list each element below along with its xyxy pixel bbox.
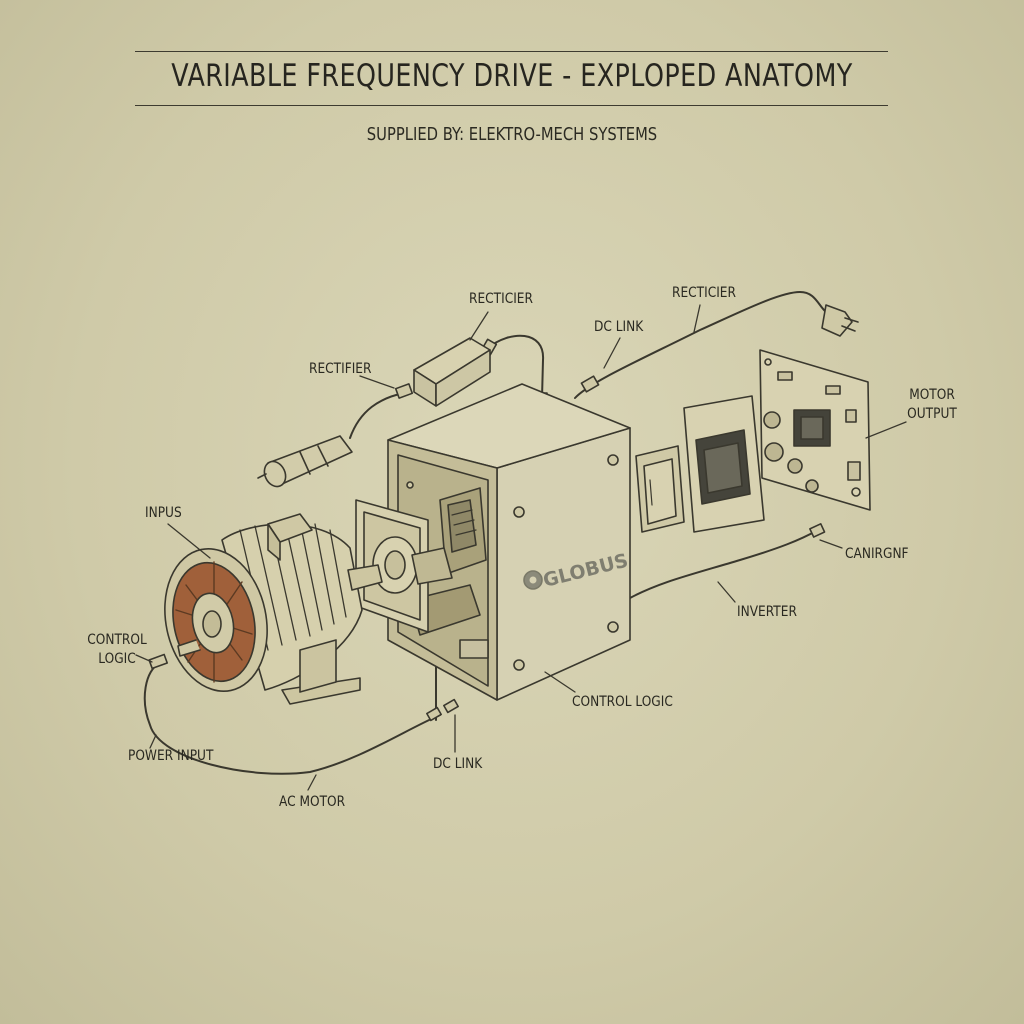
rectifier-box: [413, 337, 491, 407]
cylinder-plug: [257, 435, 353, 488]
large-circuit-board: [759, 349, 871, 511]
small-circuit-board: [683, 395, 765, 533]
diagram-title: VARIABLE FREQUENCY DRIVE - EXPLOPED ANAT…: [171, 58, 853, 94]
label-inpus: INPUS: [145, 505, 182, 521]
label-control-logic-left: CONTROL LOGIC: [87, 632, 147, 667]
label-recticier-right: RECTICIER: [672, 285, 736, 301]
title-rule-top: [135, 51, 888, 52]
label-ac-motor: AC MOTOR: [279, 794, 346, 810]
leader-lines: [135, 304, 907, 791]
label-inverter: INVERTER: [737, 604, 797, 620]
diagram-subtitle: SUPPLIED BY: ELEKTRO-MECH SYSTEMS: [366, 124, 658, 145]
label-recticier-top: RECTICIER: [469, 291, 533, 307]
label-dc-link-bottom: DC LINK: [433, 756, 483, 772]
title-rule-bottom: [135, 105, 888, 106]
label-control-logic-bottom: CONTROL LOGIC: [572, 694, 673, 710]
flange-plate: [355, 499, 453, 633]
label-motor-output: MOTOR OUTPUT: [907, 387, 957, 422]
label-dc-link-top: DC LINK: [594, 319, 644, 335]
label-power-input: POWER INPUT: [128, 748, 214, 764]
ac-motor: [164, 513, 383, 705]
label-canirgnf: CANIRGNF: [845, 546, 909, 562]
cables: [143, 291, 827, 775]
label-rectifier: RECTIFIER: [309, 361, 372, 377]
capacitor-module: [635, 445, 685, 533]
